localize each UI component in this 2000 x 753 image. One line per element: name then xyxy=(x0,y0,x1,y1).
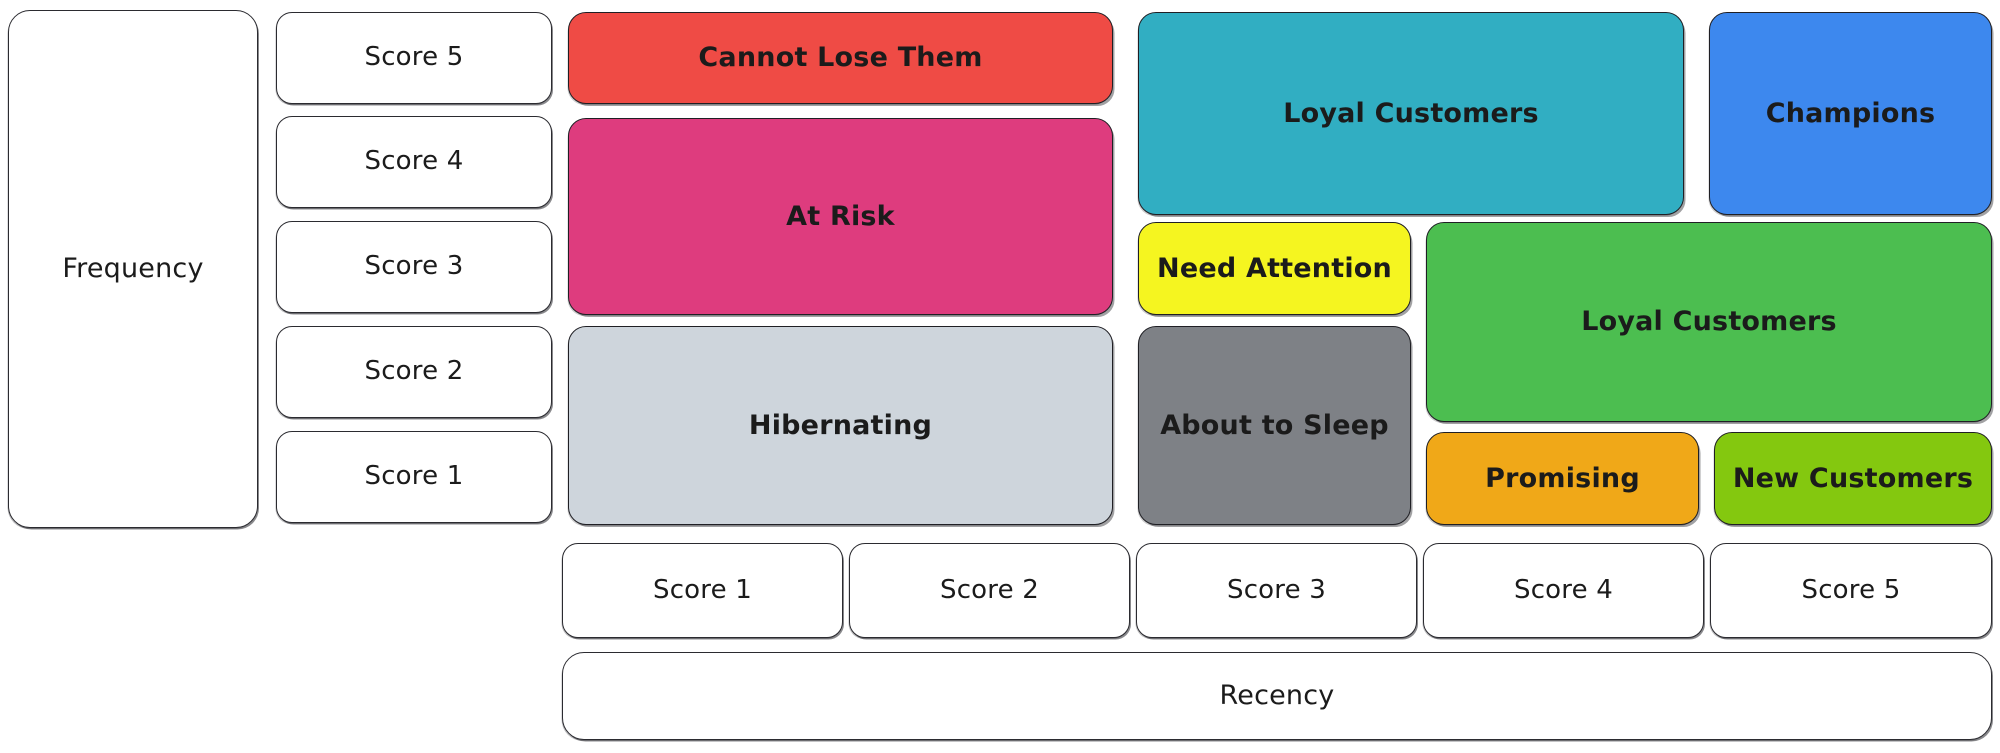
axis-title-recency-label: Recency xyxy=(1219,680,1335,712)
segment-at-risk[interactable]: At Risk xyxy=(568,118,1113,315)
segment-at-risk-label: At Risk xyxy=(786,200,895,232)
recency-score-3[interactable]: Score 3 xyxy=(1136,543,1417,638)
segment-loyal-customers-teal[interactable]: Loyal Customers xyxy=(1138,12,1684,215)
frequency-score-1[interactable]: Score 1 xyxy=(276,431,552,523)
frequency-score-2-label: Score 2 xyxy=(364,356,464,387)
segment-hibernating-label: Hibernating xyxy=(748,409,933,441)
recency-score-3-label: Score 3 xyxy=(1226,574,1327,605)
axis-title-frequency-label: Frequency xyxy=(62,253,204,285)
segment-need-attention[interactable]: Need Attention xyxy=(1138,222,1411,315)
recency-score-1-label: Score 1 xyxy=(652,574,753,605)
recency-score-5-label: Score 5 xyxy=(1801,574,1901,605)
frequency-score-1-label: Score 1 xyxy=(364,461,464,492)
frequency-score-4[interactable]: Score 4 xyxy=(276,116,552,208)
frequency-score-5[interactable]: Score 5 xyxy=(276,12,552,104)
frequency-score-4-label: Score 4 xyxy=(364,146,464,177)
recency-score-4-label: Score 4 xyxy=(1513,574,1614,605)
axis-title-frequency: Frequency xyxy=(8,10,258,528)
axis-title-recency: Recency xyxy=(562,652,1992,740)
segment-need-attention-label: Need Attention xyxy=(1157,252,1392,284)
segment-promising-label: Promising xyxy=(1485,462,1640,494)
segment-new-customers-label: New Customers xyxy=(1732,462,1974,494)
frequency-score-3[interactable]: Score 3 xyxy=(276,221,552,313)
frequency-score-2[interactable]: Score 2 xyxy=(276,326,552,418)
segment-champions-label: Champions xyxy=(1765,97,1936,129)
segment-new-customers[interactable]: New Customers xyxy=(1714,432,1992,525)
segment-loyal-customers-teal-label: Loyal Customers xyxy=(1283,97,1539,129)
recency-score-1[interactable]: Score 1 xyxy=(562,543,843,638)
segment-loyal-customers-green-label: Loyal Customers xyxy=(1581,306,1837,338)
segment-cannot-lose-them-label: Cannot Lose Them xyxy=(698,42,983,74)
segment-about-to-sleep-label: About to Sleep xyxy=(1160,409,1389,441)
recency-score-2[interactable]: Score 2 xyxy=(849,543,1130,638)
frequency-score-5-label: Score 5 xyxy=(364,42,464,73)
recency-score-4[interactable]: Score 4 xyxy=(1423,543,1704,638)
recency-score-2-label: Score 2 xyxy=(939,574,1040,605)
segment-promising[interactable]: Promising xyxy=(1426,432,1699,525)
frequency-score-3-label: Score 3 xyxy=(364,251,464,282)
recency-score-5[interactable]: Score 5 xyxy=(1710,543,1992,638)
segment-hibernating[interactable]: Hibernating xyxy=(568,326,1113,525)
segment-about-to-sleep[interactable]: About to Sleep xyxy=(1138,326,1411,525)
segment-champions[interactable]: Champions xyxy=(1709,12,1992,215)
segment-cannot-lose-them[interactable]: Cannot Lose Them xyxy=(568,12,1113,104)
segment-loyal-customers-green[interactable]: Loyal Customers xyxy=(1426,222,1992,422)
